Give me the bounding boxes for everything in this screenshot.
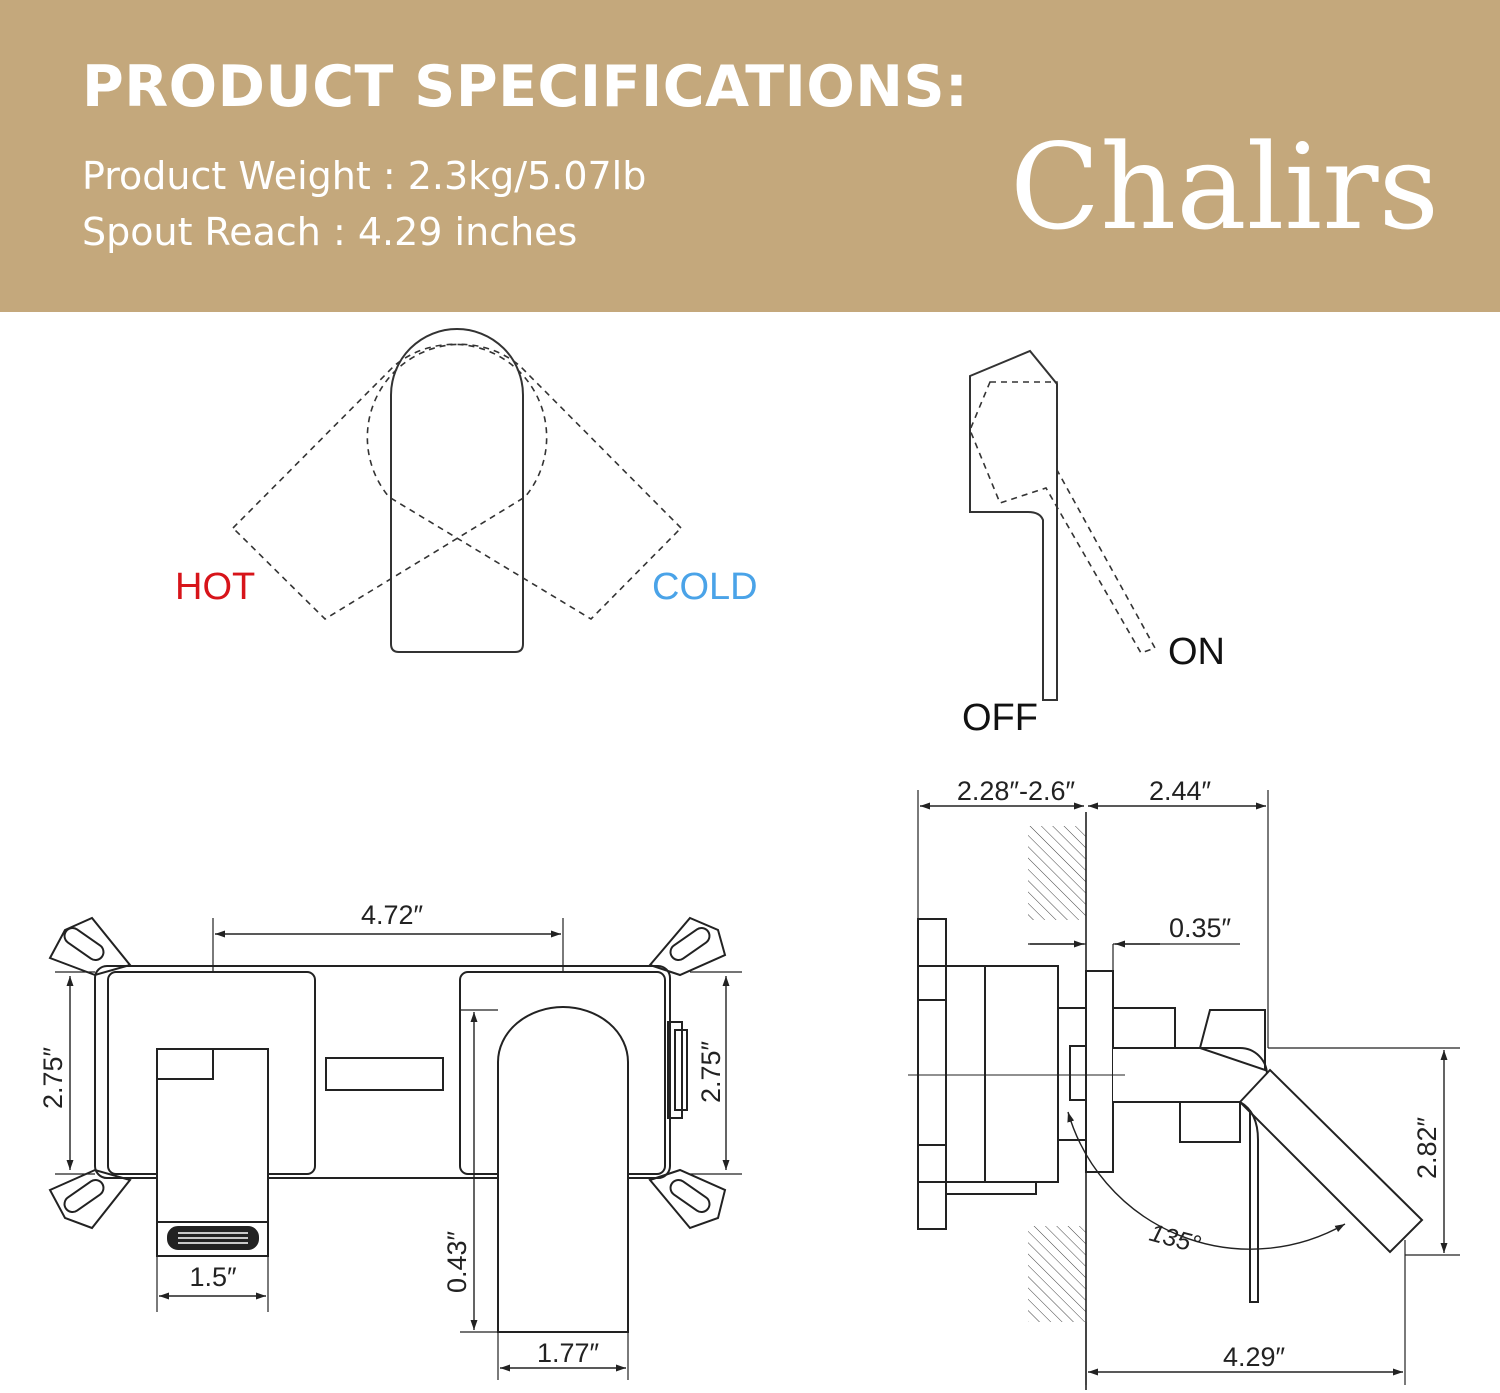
dim-height-label: 2.82″ [1412,1117,1442,1180]
dim-lever-width-label: 1.5″ [189,1262,237,1292]
box-center-slot [325,1057,444,1091]
lever-off-outline [969,349,1058,701]
spout-front [497,1006,629,1333]
mounting-ear-br [648,1168,727,1230]
lever-on-outline [969,381,1157,654]
dim-spout-width-label: 1.77″ [537,1338,600,1368]
product-weight-text: Product Weight : 2.3kg/5.07lb [82,154,647,198]
lever-position-diagram [969,349,1157,701]
header-banner: PRODUCT SPECIFICATIONS: Product Weight :… [0,0,1500,312]
wall-hatch-top [1028,826,1086,920]
angle-label: 135° [1146,1219,1203,1259]
mounting-ear-tr [648,916,727,977]
off-label: OFF [962,697,1038,739]
lever-front [156,1048,269,1257]
wall-hatch-bottom [1028,1226,1086,1322]
dim-spout-gap-label: 0.43″ [442,1231,472,1294]
mounting-ear-bl [48,1168,132,1230]
cover-plate-side [1085,970,1114,1173]
handle-rotation-diagram [231,328,683,653]
dim-plate-label: 0.35″ [1169,913,1232,943]
angle-arc [1067,1111,1346,1250]
hot-handle-outline [231,343,548,621]
spout-side [1113,1047,1268,1103]
front-view-drawing [48,916,742,1380]
brand-logo: Chalirs [1010,118,1440,256]
side-view-drawing [908,790,1460,1390]
cold-label: COLD [652,566,758,608]
hot-label: HOT [175,566,255,608]
page-title: PRODUCT SPECIFICATIONS: [82,54,969,120]
technical-drawing: HOT COLD ON OFF [38,328,1460,1390]
dim-spacing-label: 4.72″ [361,900,424,930]
handle-front-outline [390,328,524,653]
dim-wall-depth-label: 2.28″-2.6″ [957,776,1076,806]
mounting-ear-tl [48,916,132,977]
dim-reach-label: 4.29″ [1223,1342,1286,1372]
spout-reach-text: Spout Reach : 4.29 inches [82,210,578,254]
handle-side [1198,1009,1266,1072]
dim-height-left-label: 2.75″ [38,1047,68,1110]
dim-height-right-label: 2.75″ [696,1041,726,1104]
on-label: ON [1168,631,1225,673]
cold-handle-outline [366,343,683,621]
valve-box [94,965,671,1179]
dim-body-depth-label: 2.44″ [1149,776,1212,806]
